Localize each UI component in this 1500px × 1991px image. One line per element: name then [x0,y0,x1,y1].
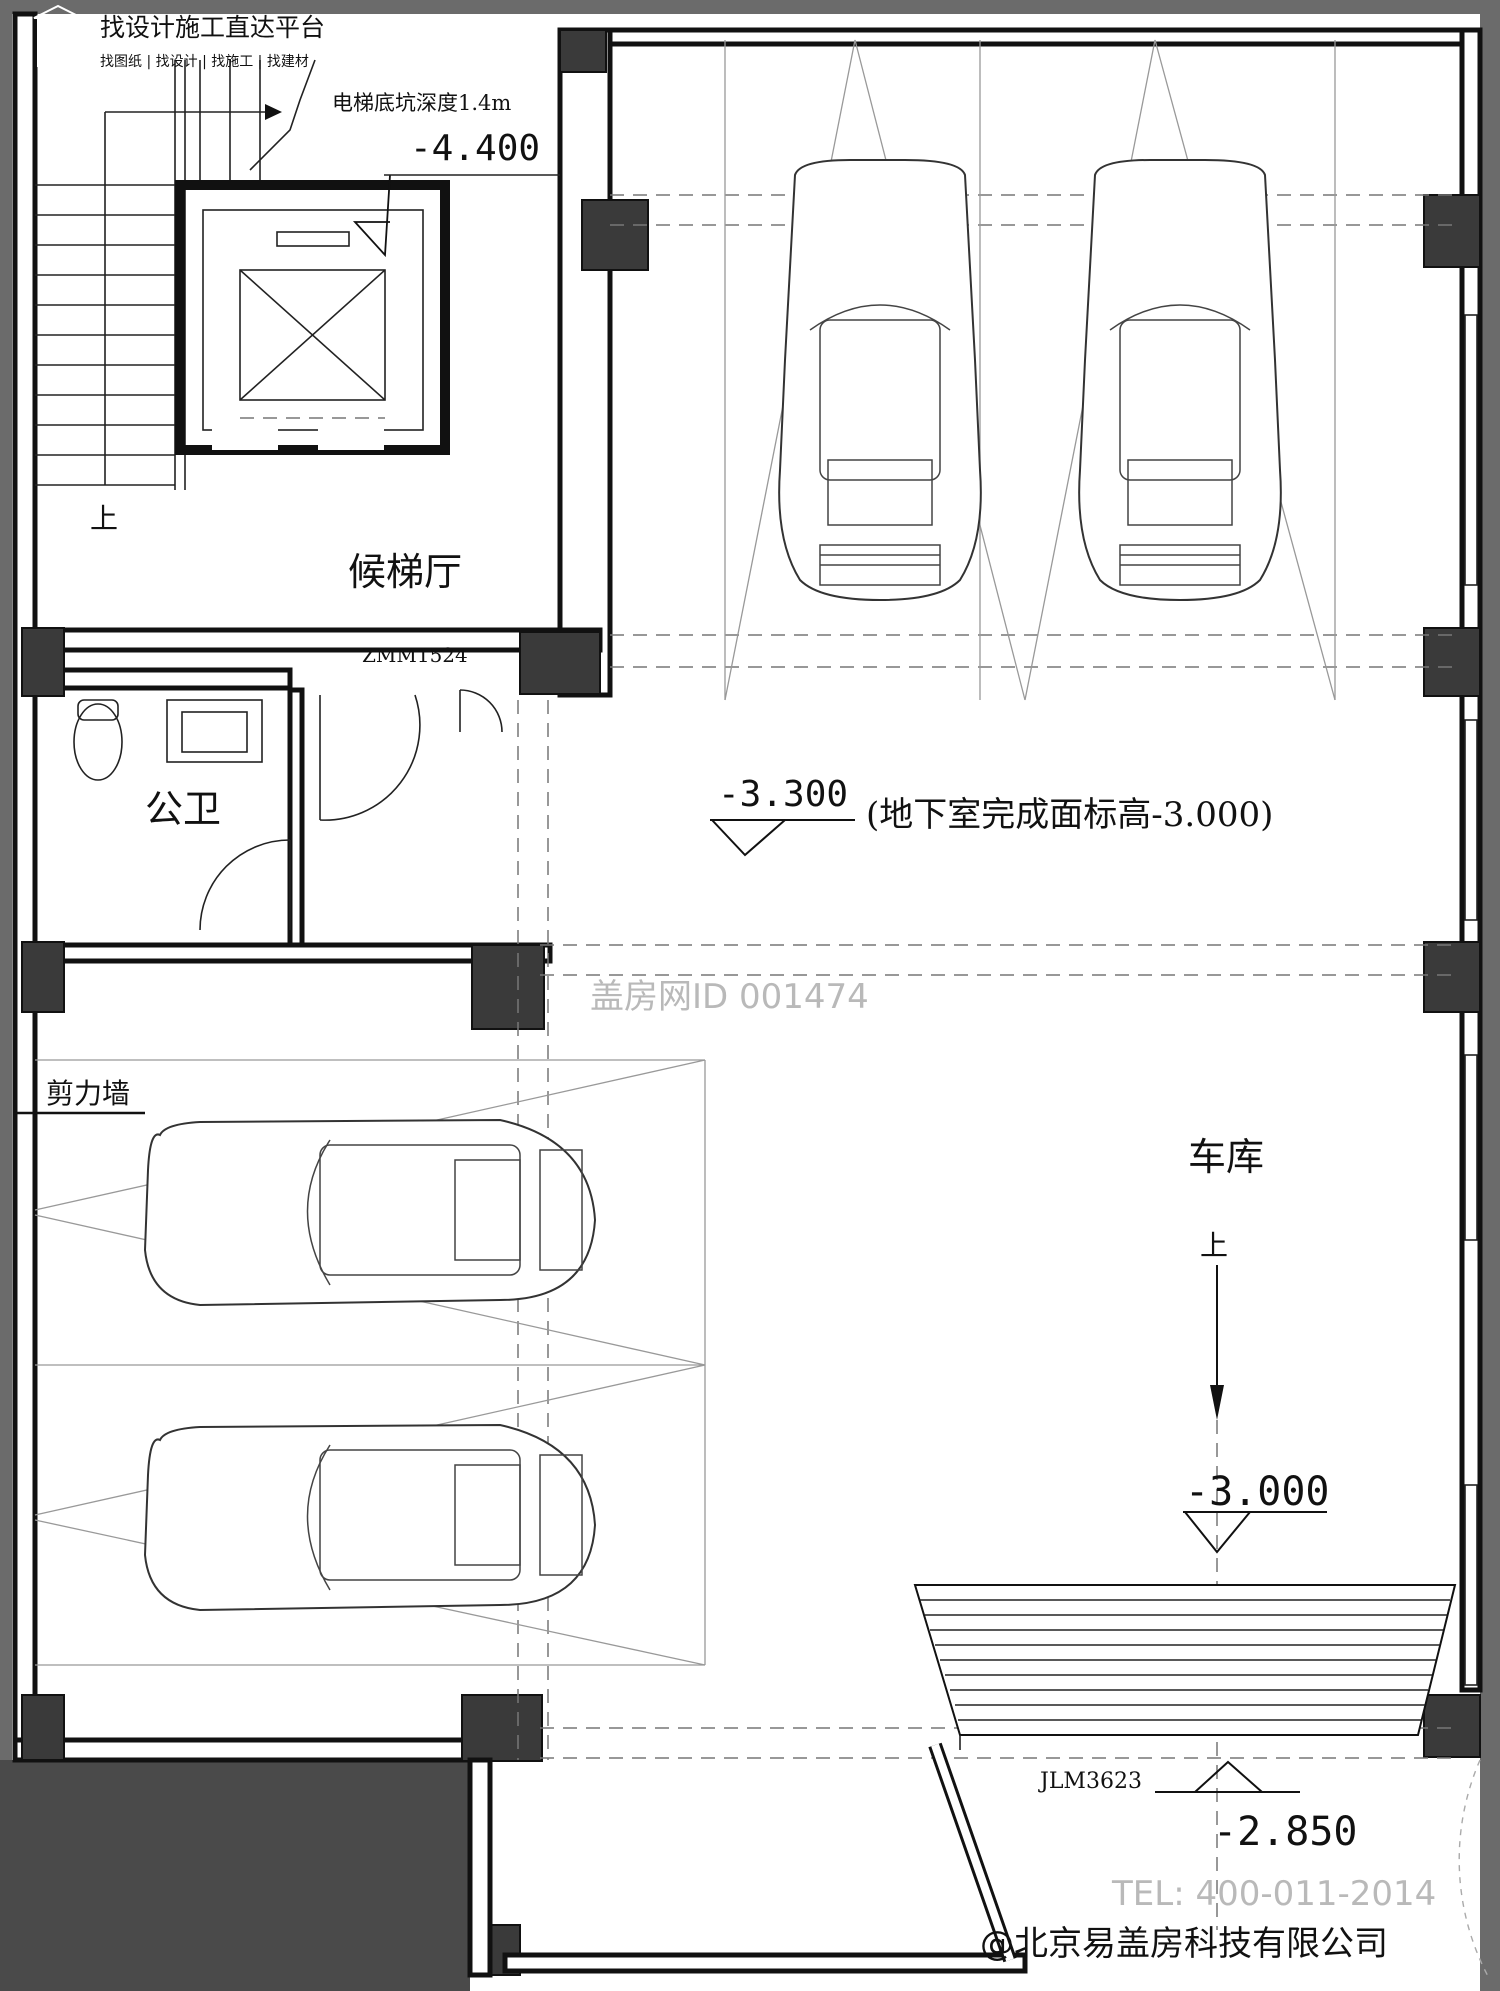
south-wall-left [12,1737,478,1763]
frame-right [1480,0,1500,1991]
parking-space-left-top [34,1059,706,1366]
elevator-shaft [175,180,450,455]
level-marker-entry [1155,1760,1300,1793]
entry-level: -2.850 [1213,1809,1358,1855]
garage-level: -3.300 [718,774,848,815]
elevator-pit-note: 电梯底坑深度1.4m [332,91,511,115]
entry-walls [467,1742,1028,1978]
west-wall [12,11,38,1762]
level-marker-garage [710,819,855,857]
garage-door-swing [1458,1759,1491,1981]
wc-east-wall [287,687,305,948]
wc-north-wall [27,667,293,691]
exterior-ground [0,1760,470,1991]
elevator-pit-level: -4.400 [410,128,540,169]
north-wall [597,27,1483,47]
ramp-level: -3.000 [1185,1469,1330,1515]
brand-title: 找设计施工直达平台 [100,13,325,42]
door-code-top: ZMM1524 [362,643,468,667]
level-marker-ramp [1183,1511,1327,1554]
watermark-id: 盖房网ID 001474 [590,977,869,1017]
garage-level-note: (地下室完成面标高-3.000) [866,795,1273,835]
parking-space-top-left [724,39,1026,701]
brand-logo [33,4,83,67]
pit-level-marker [352,174,391,258]
elevator-hall-label: 候梯厅 [348,550,462,594]
stair-up-label: 上 [90,502,118,535]
watermark-company: @北京易盖房科技有限公司 [980,1924,1388,1964]
brand-subtitle: 找图纸 | 找设计 | 找施工 | 找建材 [100,54,309,70]
ramp-up-label: 上 [1200,1229,1228,1262]
watermark-tel: TEL: 400-011-2014 [1111,1874,1436,1914]
parking-space-top-right [1024,39,1336,701]
parking-space-left-bottom [34,1364,706,1666]
hall-east-wall [557,27,613,698]
shear-wall-label: 剪力墙 [46,1077,130,1110]
door-code-bottom: JLM3623 [1038,1769,1142,1794]
public-wc-label: 公卫 [145,787,221,831]
east-wall [1459,27,1483,1693]
entry-ramp-steps [913,1584,1457,1736]
frame-left [0,0,12,1991]
door-hall-garage [319,689,503,821]
garage-label: 车库 [1188,1135,1264,1179]
frame-top [0,0,1500,14]
structural-columns [21,29,1481,1976]
wc-fixtures [73,699,291,931]
hall-south-wall [27,627,603,653]
east-windows [1464,314,1478,1686]
